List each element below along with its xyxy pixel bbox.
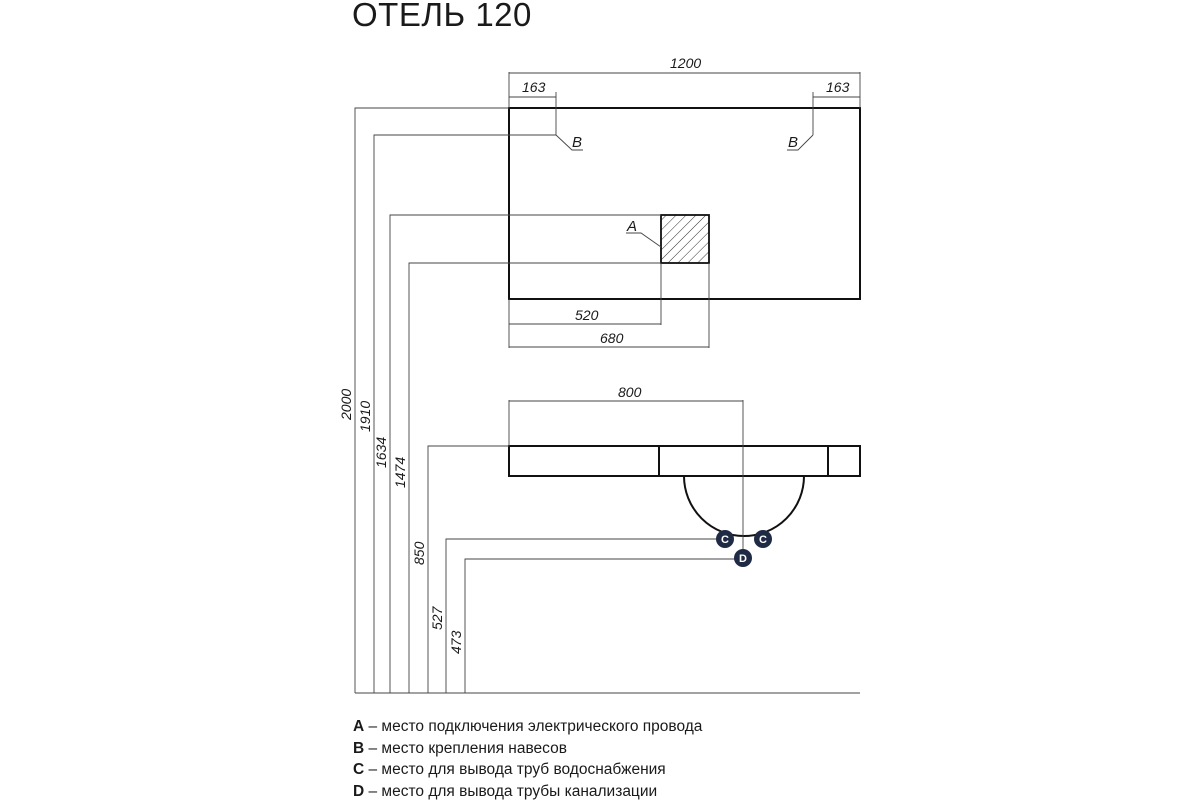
installation-drawing: 1200 163 163 B B A 520 680 [0, 0, 1200, 700]
height-label-1474: 1474 [392, 457, 408, 488]
height-label-473: 473 [448, 630, 464, 654]
mount-point-right: B [787, 134, 813, 151]
mount-left-label: B [572, 134, 582, 151]
drain-label: D [739, 553, 747, 565]
legend-text: – место подключения электрического прово… [364, 718, 702, 735]
socket-horizontal-dimensions: 520 680 [509, 263, 709, 348]
legend-text: – место для вывода труб водоснабжения [364, 761, 665, 778]
right-offset-label: 163 [826, 79, 850, 95]
height-label-1910: 1910 [357, 401, 373, 432]
mount-point-left: B [556, 134, 583, 151]
legend: A – место подключения электрического про… [353, 716, 702, 802]
height-label-1634: 1634 [373, 437, 389, 468]
height-label-2000: 2000 [338, 389, 354, 421]
socket-label: A [626, 218, 637, 235]
legend-key: B [353, 740, 364, 757]
drain-outlet: D [734, 549, 752, 567]
left-offset-label: 163 [522, 79, 546, 95]
center-label: 800 [618, 384, 642, 400]
socket-dist-1-label: 520 [575, 307, 599, 323]
width-label: 1200 [670, 55, 701, 71]
center-dimension: 800 [509, 384, 743, 559]
top-view-outline [509, 108, 860, 299]
legend-item-c: C – место для вывода труб водоснабжения [353, 759, 702, 781]
counter-outline [509, 446, 860, 536]
legend-key: D [353, 783, 364, 800]
height-label-850: 850 [411, 541, 427, 565]
width-dimension: 1200 [509, 55, 860, 108]
legend-key: A [353, 718, 364, 735]
height-label-527: 527 [429, 605, 445, 630]
water-right-label: C [759, 534, 767, 546]
water-outlet-right: C [754, 530, 772, 548]
water-left-label: C [721, 534, 729, 546]
water-outlet-left: C [716, 530, 734, 548]
legend-item-b: B – место крепления навесов [353, 738, 702, 760]
socket-dist-2-label: 680 [600, 330, 624, 346]
legend-item-d: D – место для вывода трубы канализации [353, 781, 702, 802]
legend-item-a: A – место подключения электрического про… [353, 716, 702, 738]
mount-right-label: B [788, 134, 798, 151]
height-dimensions: 2000 1910 1634 1474 850 527 473 [338, 108, 860, 693]
legend-text: – место крепления навесов [364, 740, 567, 757]
legend-key: C [353, 761, 364, 778]
electrical-socket: A [626, 215, 709, 263]
legend-text: – место для вывода трубы канализации [364, 783, 657, 800]
